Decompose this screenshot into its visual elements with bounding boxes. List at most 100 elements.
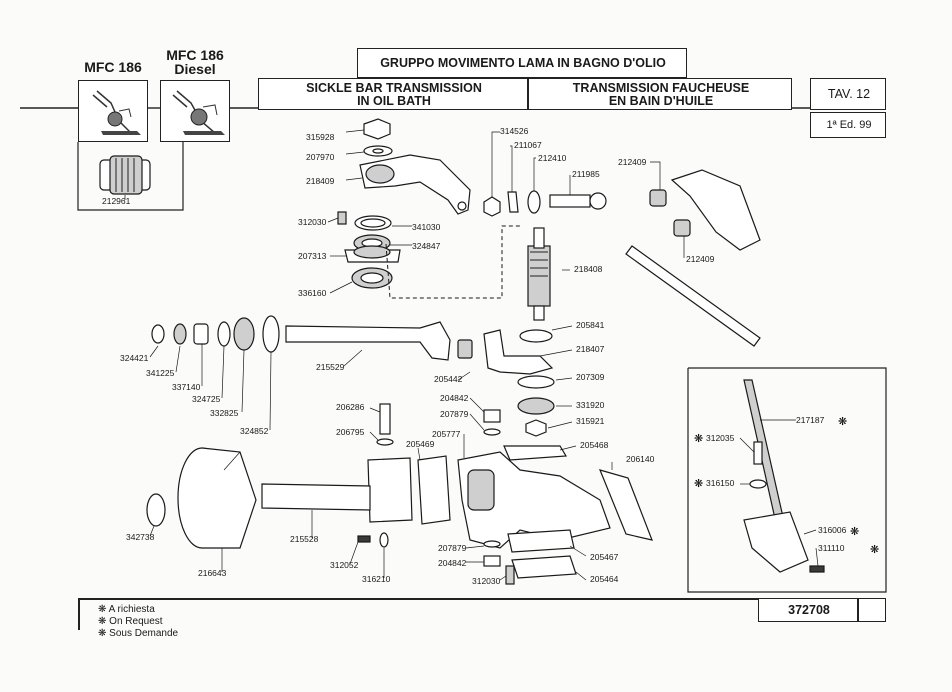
edition-box: 1ª Ed. 99 xyxy=(810,112,886,138)
part-331920-bearing xyxy=(517,397,555,415)
label-206286: 206286 xyxy=(336,402,365,412)
label-215529: 215529 xyxy=(316,362,345,372)
label-205468: 205468 xyxy=(580,440,609,450)
legend-it: ❋ A richiesta xyxy=(98,604,178,616)
title-english-line2: IN OIL BATH xyxy=(357,94,431,108)
on-request-mark-312035: ❋ xyxy=(694,433,703,445)
title-italian: GRUPPO MOVIMENTO LAMA IN BAGNO D'OLIO xyxy=(380,56,666,70)
title-english-line1: SICKLE BAR TRANSMISSION xyxy=(306,81,482,95)
part-205469-gasket xyxy=(417,455,451,525)
part-205464-cover xyxy=(511,555,577,579)
legend-italian: A richiesta xyxy=(108,604,155,615)
legend-en: ❋ On Request xyxy=(98,616,178,628)
part-312030b-screw xyxy=(505,565,515,585)
label-204842-bottom: 204842 xyxy=(438,558,467,568)
part-337140-bushing xyxy=(193,323,209,345)
label-336160: 336160 xyxy=(298,288,327,298)
title-italian-box: GRUPPO MOVIMENTO LAMA IN BAGNO D'OLIO xyxy=(357,48,687,78)
model-right-name: MFC 186 xyxy=(166,47,224,63)
part-341030-ring xyxy=(354,215,392,231)
label-215528: 215528 xyxy=(290,534,319,544)
model-label-right: MFC 186 Diesel xyxy=(160,48,230,76)
part-204842-plug xyxy=(483,409,501,423)
thumbnail-mower-diesel xyxy=(160,80,230,142)
legend: ❋ A richiesta ❋ On Request ❋ Sous Demand… xyxy=(98,604,178,640)
model-right-variant: Diesel xyxy=(174,61,216,77)
part-216643-drum xyxy=(177,447,257,549)
label-207970: 207970 xyxy=(306,152,335,162)
drawing-code: 372708 xyxy=(788,603,830,617)
part-316150-washer xyxy=(749,479,767,489)
label-316150: 316150 xyxy=(706,478,735,488)
label-324421: 324421 xyxy=(120,353,149,363)
drawing-code-box: 372708 xyxy=(758,598,858,622)
label-342738: 342738 xyxy=(126,532,155,542)
part-218408-shaft xyxy=(527,227,551,321)
part-205468-gasket xyxy=(503,445,568,461)
label-218409: 218409 xyxy=(306,176,335,186)
label-315928: 315928 xyxy=(306,132,335,142)
part-312030-screw xyxy=(337,211,347,225)
label-212409-top: 212409 xyxy=(618,157,647,167)
part-324725-ring xyxy=(217,321,231,347)
part-218407-lever xyxy=(483,329,554,375)
label-212410: 212410 xyxy=(538,153,567,163)
label-206140: 206140 xyxy=(626,454,655,464)
label-316006: 316006 xyxy=(818,525,847,535)
title-french-line2: EN BAIN D'HUILE xyxy=(608,94,714,108)
legend-french: Sous Demande xyxy=(109,628,179,639)
part-207309-washer xyxy=(517,375,555,389)
label-216643: 216643 xyxy=(198,568,227,578)
legend-symbol: ❋ xyxy=(98,628,107,639)
mower-diesel-illustration xyxy=(172,90,225,135)
sickle-bar xyxy=(625,245,761,347)
part-215529-crankshaft xyxy=(285,321,473,361)
label-316210: 316210 xyxy=(362,574,391,584)
part-311110-screw xyxy=(809,565,825,573)
part-211067-clip xyxy=(507,191,519,213)
label-324847: 324847 xyxy=(412,241,441,251)
on-request-mark-217187: ❋ xyxy=(838,416,847,428)
label-207313: 207313 xyxy=(298,251,327,261)
part-218409-crank-arm xyxy=(359,154,471,215)
part-212410-washer xyxy=(527,190,541,214)
part-332825-bearing xyxy=(233,317,255,351)
part-207879b-washer xyxy=(483,540,501,548)
legend-fr: ❋ Sous Demande xyxy=(98,628,178,640)
part-bracket xyxy=(367,457,413,523)
label-337140: 337140 xyxy=(172,382,201,392)
part-205467-gasket xyxy=(507,529,575,553)
label-311110: 311110 xyxy=(818,543,845,553)
label-341225: 341225 xyxy=(146,368,175,378)
model-label-left: MFC 186 xyxy=(84,59,142,75)
part-204842b-plug xyxy=(483,555,501,567)
part-324421-ring xyxy=(151,324,165,344)
part-207879-washer xyxy=(483,428,501,436)
label-314526: 314526 xyxy=(500,126,529,136)
footer-rule xyxy=(78,598,886,600)
legend-english: On Request xyxy=(109,616,163,627)
on-request-mark-311110: ❋ xyxy=(870,544,879,556)
drawing-code-aux-box xyxy=(858,598,886,622)
label-312030-bottom: 312030 xyxy=(472,576,501,586)
part-324852-ring xyxy=(262,315,280,353)
label-211985: 211985 xyxy=(572,169,600,179)
part-314526-nut xyxy=(483,196,501,217)
mower-petrol-illustration xyxy=(92,90,141,135)
part-312035-bolt xyxy=(753,441,763,465)
label-206795: 206795 xyxy=(336,427,365,437)
title-french: TRANSMISSION FAUCHEUSE EN BAIN D'HUILE xyxy=(529,82,793,108)
label-205442: 205442 xyxy=(434,374,463,384)
label-207879-top: 207879 xyxy=(440,409,469,419)
part-205777-housing xyxy=(457,451,611,549)
part-341225-seal xyxy=(173,323,187,345)
part-212409-guide xyxy=(649,169,761,251)
label-312052: 312052 xyxy=(330,560,359,570)
part-212961-filter xyxy=(99,155,151,200)
label-341030: 341030 xyxy=(412,222,441,232)
part-211985-ball-joint xyxy=(549,192,607,210)
table-number-box: TAV. 12 xyxy=(810,78,886,110)
label-218407: 218407 xyxy=(576,344,605,354)
legend-symbol: ❋ xyxy=(98,604,107,615)
